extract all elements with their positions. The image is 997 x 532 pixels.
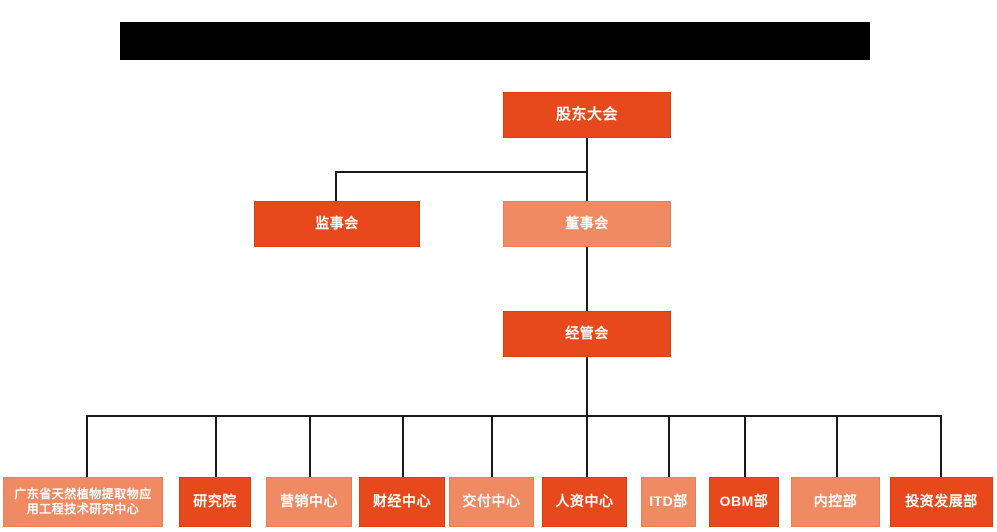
node-label-board-of-supervisors: 监事会 — [315, 215, 359, 232]
node-label-itd-department: ITD部 — [649, 493, 688, 510]
drop-guangdong-research-center — [86, 415, 88, 477]
node-finance-center[interactable]: 财经中心 — [359, 477, 445, 527]
node-label-research-institute: 研究院 — [193, 493, 237, 510]
drop-hr-center — [586, 415, 588, 477]
management-down-stub — [586, 357, 588, 415]
drop-research-institute — [215, 415, 217, 477]
drop-delivery-center — [491, 415, 493, 477]
drop-itd-department — [668, 415, 670, 477]
node-label-finance-center: 财经中心 — [373, 493, 431, 510]
drop-internal-control — [836, 415, 838, 477]
redacted-title-bar — [120, 22, 870, 60]
directors-drop — [586, 171, 588, 201]
node-investment-development-department[interactable]: 投资发展部 — [890, 477, 993, 527]
node-delivery-center[interactable]: 交付中心 — [449, 477, 534, 527]
node-hr-center[interactable]: 人资中心 — [542, 477, 627, 527]
node-label-hr-center: 人资中心 — [555, 493, 614, 510]
node-board-of-supervisors[interactable]: 监事会 — [254, 201, 420, 247]
node-label-investment-development-department: 投资发展部 — [905, 493, 978, 510]
node-marketing-center[interactable]: 营销中心 — [266, 477, 352, 527]
node-guangdong-research-center[interactable]: 广东省天然植物提取物应 用工程技术研究中心 — [3, 477, 163, 527]
node-obm-department[interactable]: OBM部 — [709, 477, 779, 527]
supervisors-drop — [335, 171, 337, 201]
node-label-shareholders-meeting: 股东大会 — [555, 105, 618, 123]
node-itd-department[interactable]: ITD部 — [641, 477, 696, 527]
node-label-management-committee: 经管会 — [565, 325, 609, 342]
node-board-of-directors[interactable]: 董事会 — [503, 201, 671, 247]
node-research-institute[interactable]: 研究院 — [179, 477, 251, 527]
node-label-delivery-center: 交付中心 — [462, 493, 521, 510]
node-label-guangdong-research-center: 广东省天然植物提取物应 用工程技术研究中心 — [14, 487, 152, 516]
node-label-marketing-center: 营销中心 — [280, 493, 338, 510]
node-shareholders-meeting[interactable]: 股东大会 — [503, 92, 671, 138]
node-label-obm-department: OBM部 — [719, 493, 769, 510]
level4-horizontal-bus — [86, 415, 941, 417]
directors-to-management — [586, 247, 588, 311]
node-internal-control-department[interactable]: 内控部 — [791, 477, 880, 527]
shareholders-down-stub — [586, 138, 588, 201]
node-label-internal-control-department: 内控部 — [813, 493, 858, 510]
drop-marketing-center — [309, 415, 311, 477]
drop-finance-center — [402, 415, 404, 477]
level2-horizontal-bus — [335, 171, 588, 173]
drop-obm-department — [744, 415, 746, 477]
drop-investment-development — [940, 415, 942, 477]
node-management-committee[interactable]: 经管会 — [503, 311, 671, 357]
node-label-board-of-directors: 董事会 — [565, 215, 609, 232]
